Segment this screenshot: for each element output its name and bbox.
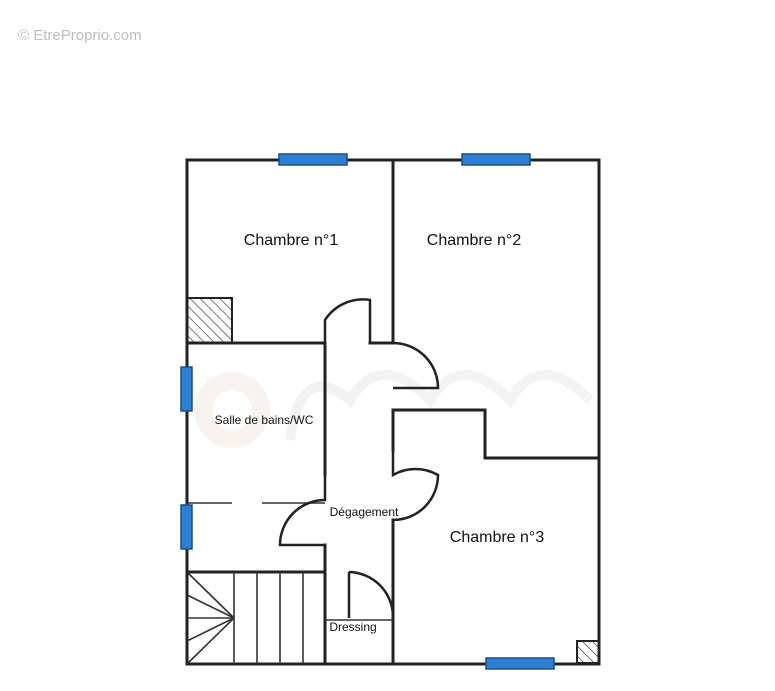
window-bedroom2 <box>461 153 531 166</box>
watermark-logo-icon <box>194 370 594 448</box>
duct-hatch <box>186 297 233 344</box>
interior-walls <box>185 158 601 666</box>
window-bathroom-top <box>180 366 193 412</box>
windows <box>180 153 555 670</box>
duct-hatch-small <box>576 640 600 664</box>
doors <box>278 298 440 619</box>
staircase <box>186 571 304 665</box>
room-label-bedroom1: Chambre n°1 <box>244 232 339 249</box>
room-label-bedroom3: Chambre n°3 <box>450 529 545 546</box>
window-bedroom3 <box>485 657 555 670</box>
watermark-copyright: © EtreProprio.com <box>18 27 142 44</box>
room-label-bathroom: Salle de bains/WC <box>215 413 314 427</box>
window-bathroom-bottom <box>180 504 193 550</box>
room-label-dressing: Dressing <box>329 620 376 634</box>
window-bedroom1 <box>278 153 348 166</box>
room-label-bedroom2: Chambre n°2 <box>427 232 522 249</box>
room-label-hallway: Dégagement <box>330 505 399 519</box>
